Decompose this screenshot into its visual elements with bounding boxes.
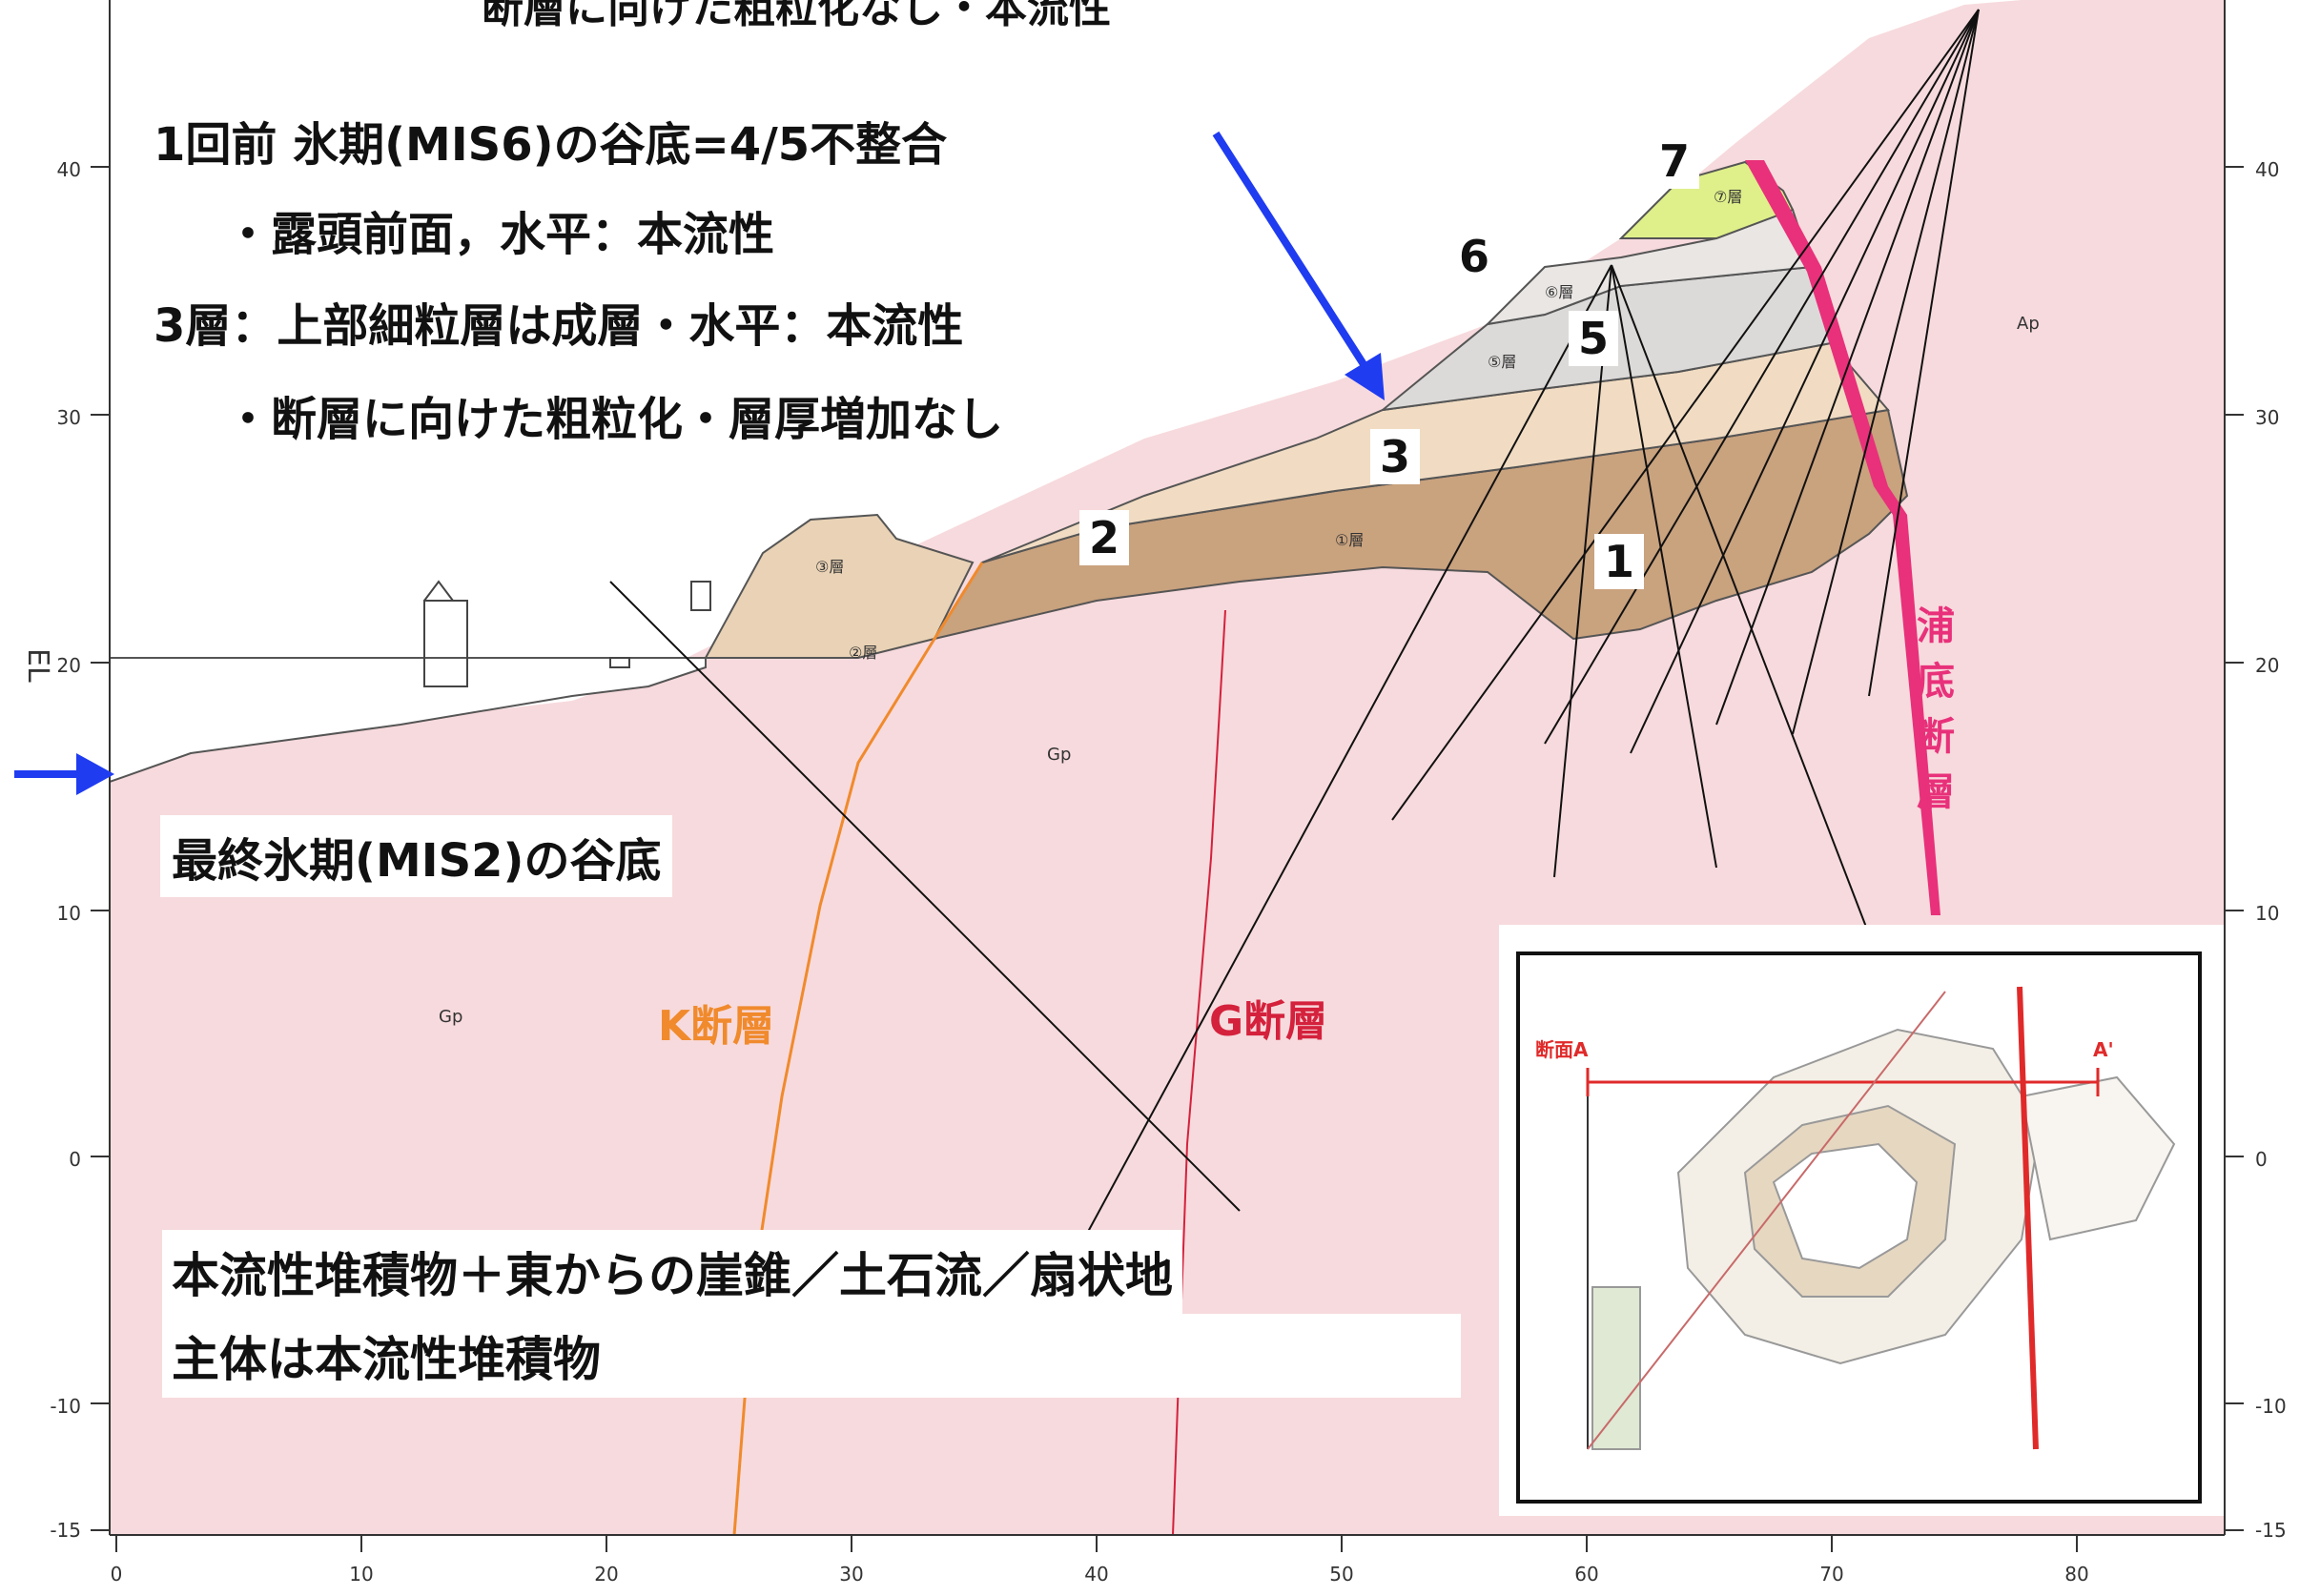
arrow-mis6 [1212,131,1385,400]
x-tick-label: 60 [1574,1563,1598,1586]
y-tick-label: 40 [57,158,81,181]
layer-number-6: 6 [1449,229,1500,284]
y-tick-label: 20 [57,654,81,677]
summary-line-2: 主体は本流性堆積物 [162,1314,1461,1398]
gp-lower-label: Gp [439,1007,462,1027]
x-tick-label: 40 [1084,1563,1108,1586]
inset-map: 断面A A' [1499,925,2224,1516]
urasoko-char: 層 [1917,770,1955,814]
y-tick-label-right: -10 [2255,1395,2287,1418]
borehole-lines [609,9,1980,1393]
layer3-title: 3層：上部細粒層は成層・水平：本流性 [148,286,970,357]
header-cut-text: 断層に向けた粗粒化なし・本流性 [482,0,1111,32]
summary-line-1: 本流性堆積物＋東からの崖錐／土石流／扇状地 [162,1230,1182,1314]
x-tick-label: 30 [839,1563,863,1586]
inset-site-sketch [1591,1028,2176,1450]
layer-number-1: 1 [1594,534,1645,589]
urasoko-fault-label: 浦 底 断 層 [1917,599,1974,820]
layer-3-label: ③層 [815,558,844,576]
inset-section-a-prime-label: A' [2093,1038,2114,1061]
mis6-bullet: ・露頭前面，水平：本流性 [219,194,781,265]
y-tick-marks [91,166,2244,1531]
excavated-area [109,657,707,784]
arrow-mis2 [14,753,114,795]
mis2-label: 最終氷期(MIS2)の谷底 [160,815,673,897]
layer-6-label: ⑥層 [1545,283,1573,301]
layer-5-label: ⑤層 [1488,353,1516,371]
layer-number-2: 2 [1079,510,1130,565]
y-tick-label: 10 [57,902,81,925]
y-tick-label: -10 [50,1395,81,1418]
layer3-bullet: ・断層に向けた粗粒化・層厚増加なし [219,379,1010,450]
y-tick-label-right: 10 [2255,902,2279,925]
urasoko-char: 浦 [1917,604,1955,648]
structure-sketch [423,580,711,687]
layer-2-label: ②層 [849,644,877,662]
y-axis-title: EL [21,648,54,683]
x-tick-label: 20 [594,1563,618,1586]
y-tick-label-right: 30 [2255,406,2279,429]
gp-upper-label: Gp [1047,745,1071,765]
urasoko-char: 底 [1917,660,1955,704]
x-tick-label: 80 [2064,1563,2088,1586]
layer-number-7: 7 [1650,133,1700,189]
y-tick-label-right: 20 [2255,654,2279,677]
y-tick-label: -15 [50,1519,81,1542]
layer-number-5: 5 [1569,311,1619,366]
layer-2-area [704,513,975,659]
x-tick-label: 70 [1819,1563,1843,1586]
k-fault-label: K断層 [658,1002,775,1051]
inset-section-a-label: 断面A [1535,1038,1589,1061]
x-tick-marks [115,1535,2078,1552]
y-tick-label-right: -15 [2255,1519,2287,1542]
x-tick-label: 0 [111,1563,123,1586]
layer-number-3: 3 [1370,429,1421,484]
x-tick-label: 50 [1329,1563,1353,1586]
inset-fault-line [2017,986,2039,1450]
y-tick-label-right: 0 [2255,1148,2268,1171]
y-tick-label: 30 [57,406,81,429]
y-tick-label-right: 40 [2255,158,2279,181]
urasoko-char: 断 [1917,715,1955,759]
layer-7-label: ⑦層 [1714,188,1742,206]
y-tick-label: 0 [69,1148,81,1171]
ap-label: Ap [2017,314,2040,334]
layer-1-label: ①層 [1335,531,1364,549]
mis6-title: 1回前 氷期(MIS6)の谷底=4/5不整合 [148,105,954,175]
g-fault-label: G断層 [1209,997,1328,1046]
x-tick-label: 10 [349,1563,373,1586]
urasoko-fault-line [1745,160,1940,915]
